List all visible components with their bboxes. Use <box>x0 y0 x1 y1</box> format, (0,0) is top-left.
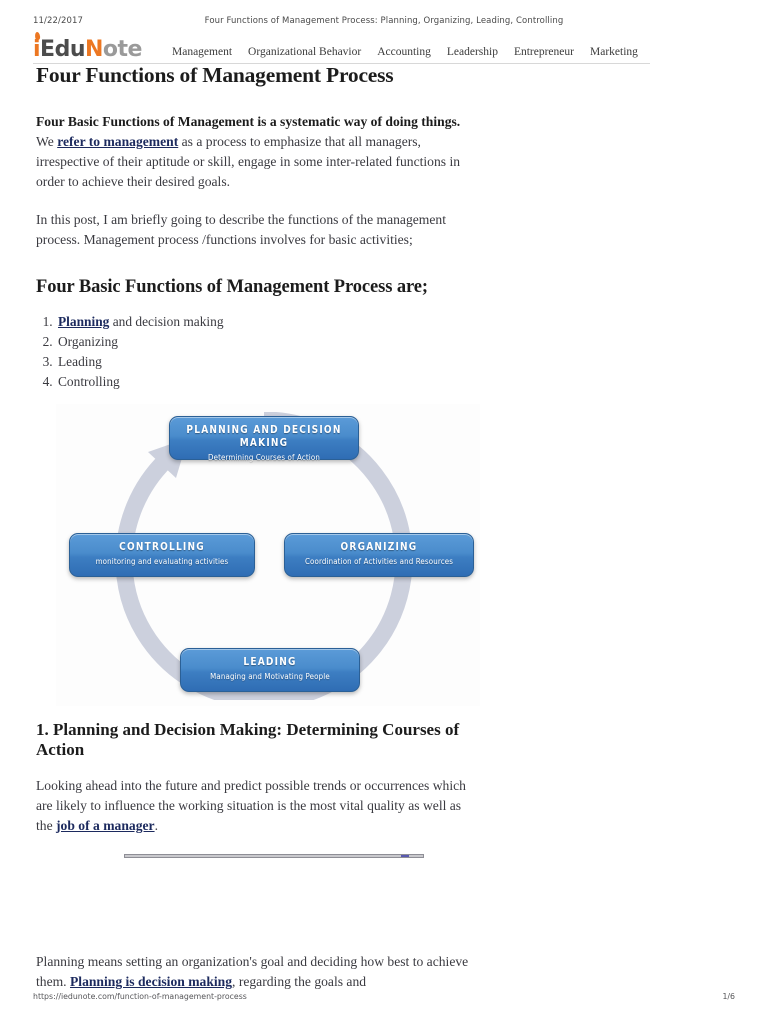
link-refer-to-management[interactable]: refer to management <box>57 134 179 149</box>
article-body: Four Functions of Management Process Fou… <box>36 62 481 1010</box>
section-1-title: 1. Planning and Decision Making: Determi… <box>36 720 460 759</box>
list-item-text: and decision making <box>109 314 224 329</box>
print-header-title: Four Functions of Management Process: Pl… <box>204 16 564 26</box>
node-subtitle: Coordination of Activities and Resources <box>304 557 454 566</box>
nav-item-entrepreneur[interactable]: Entrepreneur <box>513 46 574 58</box>
logo-part-edu: Edu <box>40 37 85 62</box>
logo-part-ote: ote <box>102 37 143 62</box>
nav-item-management[interactable]: Management <box>172 46 233 58</box>
nav-item-marketing[interactable]: Marketing <box>589 46 638 58</box>
list-item-text: Controlling <box>58 374 120 389</box>
section-1-before: Looking ahead into the future and predic… <box>36 778 466 833</box>
print-footer: https://iedunote.com/function-of-managem… <box>0 992 768 1004</box>
section-1-paragraph: Looking ahead into the future and predic… <box>36 776 481 836</box>
list-item: Planning and decision making <box>56 312 481 332</box>
flame-icon <box>34 31 41 41</box>
page-title: Four Functions of Management Process <box>36 63 394 87</box>
node-title: LEADING <box>243 656 297 668</box>
logo-part-n: N <box>85 37 103 62</box>
section-1-paragraph-2: Planning means setting an organization's… <box>36 952 481 992</box>
ad-strip-marker <box>401 855 409 857</box>
site-navigation-bar: iEduNote Management Organizational Behav… <box>33 31 650 64</box>
functions-list: Planning and decision making Organizing … <box>36 312 481 392</box>
node-subtitle: monitoring and evaluating activities <box>95 557 229 566</box>
node-title: PLANNING AND DECISION MAKING <box>186 424 342 449</box>
node-title: CONTROLLING <box>119 541 205 553</box>
footer-url: https://iedunote.com/function-of-managem… <box>33 992 247 1001</box>
nav-item-organizational-behavior[interactable]: Organizational Behavior <box>248 46 362 58</box>
logo-part-i: i <box>33 37 41 62</box>
list-item: Organizing <box>56 332 481 352</box>
diagram-node-planning: PLANNING AND DECISION MAKING Determining… <box>169 416 359 462</box>
section-1b-before: Planning means setting an organization's… <box>36 954 469 989</box>
footer-page-number: 1/6 <box>722 992 735 1001</box>
list-item-text: Organizing <box>58 334 118 349</box>
list-item: Leading <box>56 352 481 372</box>
paragraph-2: In this post, I am briefly going to desc… <box>36 212 446 247</box>
management-cycle-diagram: PLANNING AND DECISION MAKING Determining… <box>56 404 480 706</box>
ad-strip <box>124 854 424 858</box>
intro-rest: as a process to emphasize that all manag… <box>36 134 461 189</box>
print-date: 11/22/2017 <box>33 16 83 26</box>
link-planning[interactable]: Planning <box>58 314 110 329</box>
node-title: ORGANIZING <box>340 541 418 553</box>
subheading-four-basic-functions: Four Basic Functions of Management Proce… <box>36 277 428 297</box>
node-subtitle: Determining Courses of Action <box>208 453 320 462</box>
section-1b-after: , regarding the goals and <box>232 974 367 989</box>
list-item-text: Leading <box>58 354 102 369</box>
nav-item-leadership[interactable]: Leadership <box>446 46 498 58</box>
site-logo[interactable]: iEduNote <box>33 31 166 63</box>
node-subtitle: Managing and Motivating People <box>210 672 330 681</box>
intro-after-lead: We <box>36 134 58 149</box>
diagram-node-organizing: ORGANIZING Coordination of Activities an… <box>284 533 474 577</box>
nav-item-accounting[interactable]: Accounting <box>377 46 431 58</box>
link-planning-is-decision-making[interactable]: Planning is decision making <box>69 974 233 989</box>
main-nav: Management Organizational Behavior Accou… <box>172 46 638 63</box>
link-job-of-a-manager[interactable]: job of a manager <box>56 818 155 833</box>
ad-placeholder <box>36 854 481 942</box>
intro-lead-bold: Four Basic Functions of Management is a … <box>36 114 461 129</box>
intro-paragraph: Four Basic Functions of Management is a … <box>36 112 481 192</box>
list-item: Controlling <box>56 372 481 392</box>
diagram-node-controlling: CONTROLLING monitoring and evaluating ac… <box>69 533 255 577</box>
print-header: 11/22/2017 Four Functions of Management … <box>0 16 768 30</box>
section-1-after: . <box>154 818 158 833</box>
diagram-node-leading: LEADING Managing and Motivating People <box>180 648 360 692</box>
